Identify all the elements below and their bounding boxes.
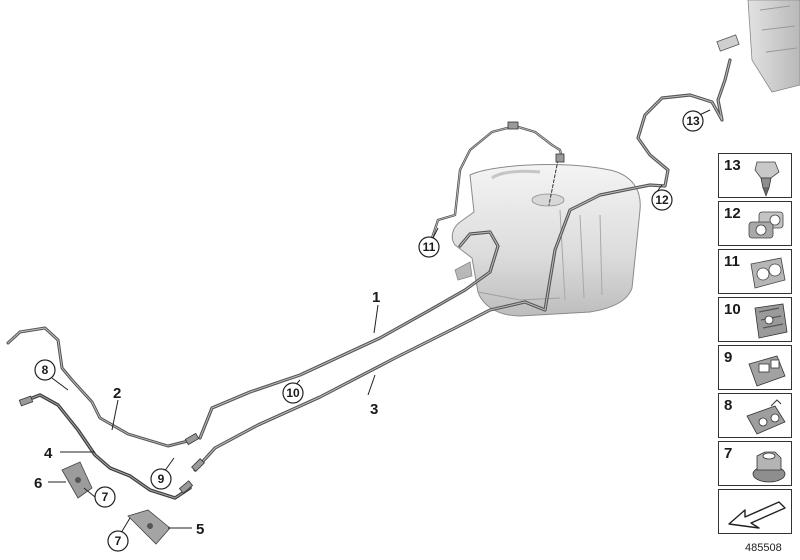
circled-callout-12: 12: [655, 193, 669, 207]
clip-13-icon: [754, 161, 780, 197]
callout-labels: 1 2 3 4 5 6: [34, 289, 380, 538]
diagram-id: 485508: [745, 542, 782, 554]
callout-4: 4: [44, 445, 53, 462]
part-panel-arrow: [718, 489, 792, 534]
callout-3: 3: [370, 401, 378, 418]
part-number-10: 10: [724, 301, 741, 318]
fuel-rail: [716, 0, 800, 93]
circled-callouts: 7 7 8 9 10 11 12 13: [34, 110, 704, 552]
clip-11-icon: [750, 257, 786, 289]
direction-arrow-icon: [728, 501, 786, 529]
part-panel-10: 10: [718, 297, 792, 342]
part-number-11: 11: [724, 253, 740, 270]
callout-5: 5: [196, 521, 204, 538]
bracket-6: [61, 461, 93, 499]
fuel-lines: [6, 58, 732, 500]
part-panel-13: 13: [718, 153, 792, 198]
callout-1: 1: [372, 289, 380, 306]
circled-callout-7a: 7: [102, 490, 109, 504]
part-panel-8: 8: [718, 393, 792, 438]
callout-2: 2: [113, 385, 121, 402]
circled-callout-13: 13: [686, 114, 700, 128]
line-connectors: [18, 121, 565, 494]
part-panel-7: 7: [718, 441, 792, 486]
circled-callout-11: 11: [423, 240, 436, 254]
circled-callout-7b: 7: [115, 534, 122, 548]
fuel-tank: [451, 164, 641, 317]
fuel-line-2: [6, 326, 194, 448]
bracket-5: [127, 509, 171, 545]
part-number-9: 9: [724, 349, 733, 366]
clip-8-icon: [746, 399, 786, 435]
part-number-13: 13: [724, 157, 741, 174]
circled-callout-8: 8: [42, 363, 49, 377]
nut-icon: [752, 451, 786, 483]
fuel-line-3: [193, 58, 732, 472]
circled-callout-10: 10: [286, 386, 300, 400]
part-panel-12: 12: [718, 201, 792, 246]
clip-12-icon: [748, 211, 784, 239]
part-number-8: 8: [724, 397, 733, 414]
part-number-12: 12: [724, 205, 741, 222]
callout-6: 6: [34, 475, 42, 492]
fuel-line-1: [198, 230, 500, 440]
part-number-7: 7: [724, 445, 733, 462]
part-panel-11: 11: [718, 249, 792, 294]
clip-9-icon: [748, 355, 786, 387]
circled-callout-9: 9: [158, 472, 165, 486]
clip-10-icon: [754, 303, 788, 339]
part-panel-9: 9: [718, 345, 792, 390]
